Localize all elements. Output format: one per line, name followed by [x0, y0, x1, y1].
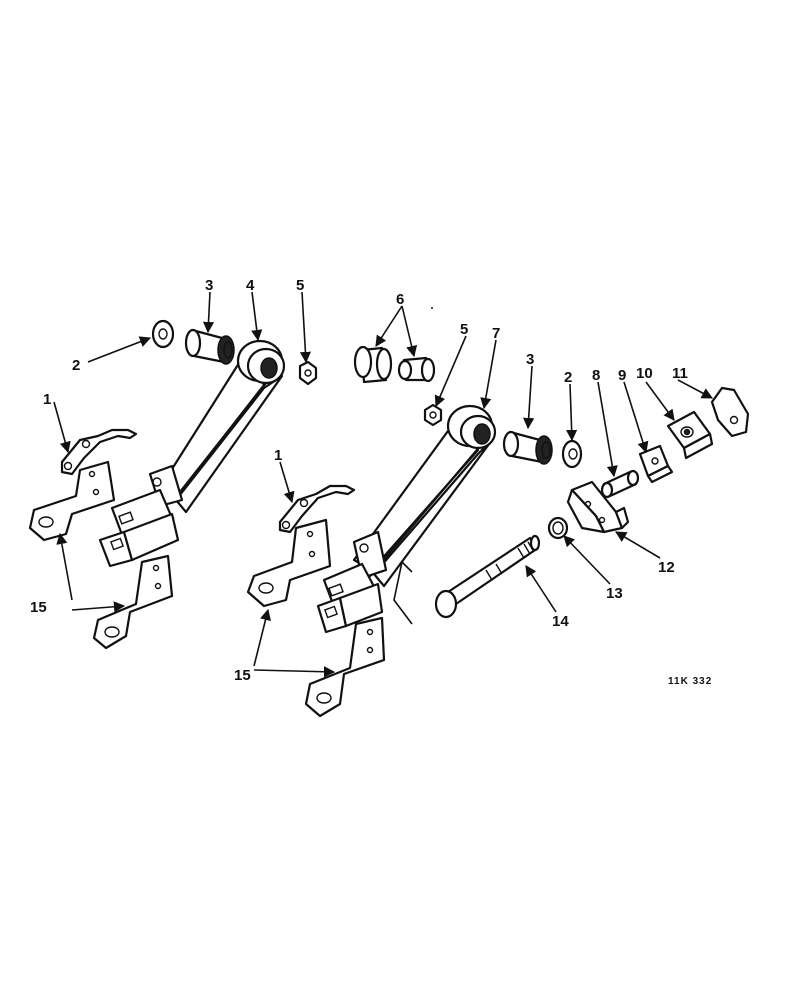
bushing-right: [502, 430, 553, 465]
callout-5-left: 5: [296, 277, 304, 294]
callout-labels: 1 2 3 4 5 15 6 5 7 1 3 2 8 9 10 11 12 13…: [30, 277, 688, 684]
spacer-bushing-large: [353, 345, 393, 384]
callout-4: 4: [246, 277, 255, 294]
speck: [431, 307, 433, 309]
callout-5-right: 5: [460, 321, 468, 338]
callout-10: 10: [636, 365, 653, 382]
callout-13: 13: [606, 585, 623, 602]
callout-3-left: 3: [205, 277, 213, 294]
bracket-left-lower: [92, 554, 174, 650]
lift-arm-right: [316, 404, 497, 634]
lock-plate-right: [278, 484, 356, 534]
bracket-left-upper: [28, 460, 116, 542]
block-small: [638, 444, 674, 484]
bolt-assembly-leader: [393, 560, 413, 625]
callout-1-left: 1: [43, 391, 51, 408]
nut-left: [298, 360, 318, 386]
bushing-left: [184, 328, 235, 365]
callout-6: 6: [396, 291, 404, 308]
figure-reference: 11K 332: [668, 676, 712, 687]
mounting-bracket: [566, 480, 630, 534]
callout-8: 8: [592, 367, 600, 384]
pin: [600, 469, 640, 499]
callout-14: 14: [552, 613, 569, 630]
callout-9: 9: [618, 367, 626, 384]
nut-right: [423, 403, 443, 427]
lock-washer: [547, 516, 569, 540]
callout-11: 11: [672, 365, 688, 382]
lift-arm-left: [98, 339, 286, 568]
block-large: [666, 410, 714, 460]
washer-left: [151, 319, 175, 349]
plate-bracket: [710, 386, 750, 438]
callout-15-right: 15: [234, 667, 251, 684]
washer-right: [561, 439, 583, 469]
callout-2-left: 2: [72, 357, 80, 374]
bracket-right-upper: [246, 518, 332, 608]
callout-leaders: [53, 291, 713, 678]
callout-12: 12: [658, 559, 675, 576]
callout-2-right: 2: [564, 369, 572, 386]
callout-1-right: 1: [274, 447, 282, 464]
lock-plate-left: [60, 428, 138, 476]
callout-3-right: 3: [526, 351, 534, 368]
bracket-right-lower: [304, 616, 386, 718]
bolt: [434, 534, 541, 619]
spacer-bushing-small: [397, 356, 436, 383]
callout-15-left: 15: [30, 599, 47, 616]
callout-7: 7: [492, 325, 500, 342]
